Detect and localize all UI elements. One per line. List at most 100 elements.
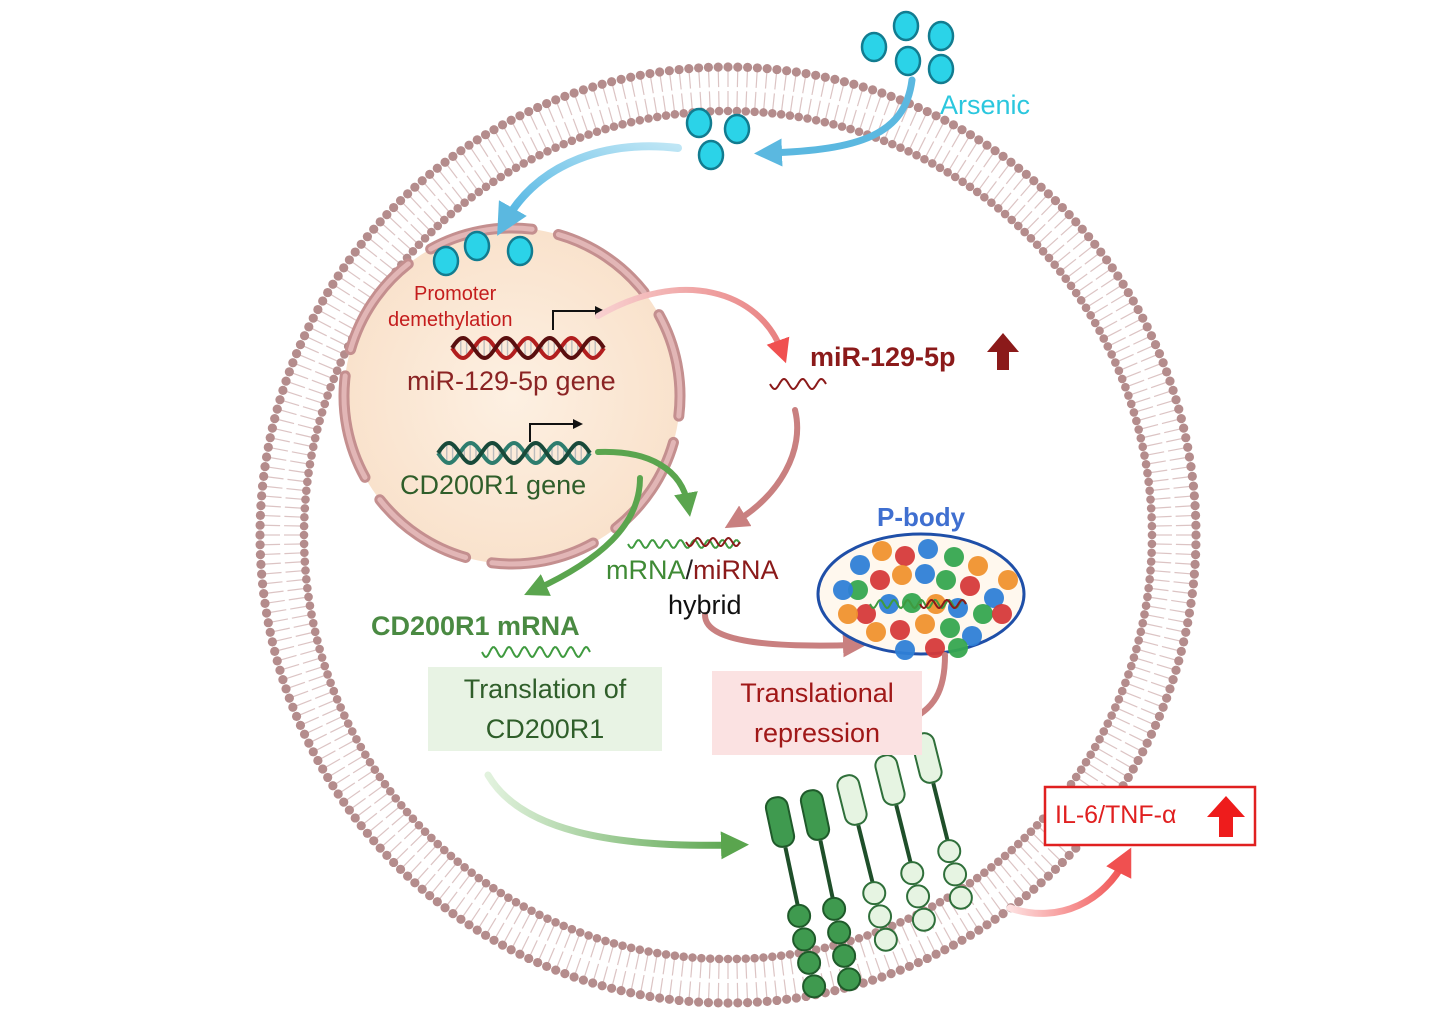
lipid-head [299,530,309,540]
lipid-head [497,940,508,950]
lipid-head [1150,340,1161,350]
lipid-head [1099,334,1109,343]
lipid-head [791,67,801,77]
p-body-granule [915,614,935,634]
lipid-head [868,975,878,985]
receptor-domain [911,907,936,932]
lipid-head [1077,224,1087,234]
lipid-head [1007,215,1017,225]
lipid-head [414,820,424,830]
nuclear-envelope-segment-inner [341,373,368,480]
lipid-head [588,82,598,92]
lipid-head [506,945,516,955]
receptor-stalk [783,847,800,907]
lipid-head [1020,833,1029,843]
p-body-granule [890,620,910,640]
lipid-head [965,878,975,888]
lipid-head [480,130,491,140]
lipid-head [1134,425,1143,434]
lipid-head [723,954,733,964]
lipid-head [1132,416,1141,426]
lipid-head [1050,260,1059,270]
lipid-head [888,139,897,149]
lipid-head [315,644,324,654]
hybrid-mirna-text: miRNA [693,555,779,585]
lipid-head [1190,501,1200,511]
lipid-head [714,954,724,964]
lipid-head [776,110,786,119]
arsenic-molecule [463,230,491,262]
lipid-head [950,172,960,182]
lipid-head [301,566,310,575]
lipid-head [713,998,723,1008]
lipid-head [1032,820,1042,830]
lipid-head [791,993,801,1003]
receptor-stalk [818,840,835,900]
lipid-head [609,939,619,948]
receptor-domain [787,903,812,928]
lipid-head [863,931,872,940]
lipid-head [820,943,830,953]
lipid-head [1174,404,1184,414]
lipid-head [750,107,759,117]
lipid-head [794,112,804,122]
p-body-granule [925,638,945,658]
cd200r1-mrna-strand-icon [481,645,591,659]
lipid-head [1081,303,1091,313]
nuclear-envelope-segment-inner [489,540,596,567]
lipid-head [433,839,443,849]
lipid-head [1096,247,1106,257]
lipid-head [849,79,859,89]
lipid-head [332,695,342,704]
lipid-head [569,972,579,982]
lipid-head [527,906,536,916]
lipid-head [965,182,975,192]
arsenic-molecule [685,107,713,139]
lipid-head [1113,271,1123,281]
lipid-head [456,146,466,156]
lipid-head [1071,288,1081,298]
lipid-head [308,747,318,757]
lipid-head [318,296,328,306]
lipid-head [785,950,795,959]
lipid-head [1154,711,1165,721]
lipid-head [1184,452,1195,462]
receptor-domain [937,839,962,864]
lipid-head [361,750,370,759]
lipid-head [661,950,671,959]
p-body-granule [850,555,870,575]
cd200r1-mrna-label: CD200R1 mRNA [371,611,580,641]
lipid-head [551,95,561,105]
lipid-head [1090,742,1100,752]
lipid-head [1090,239,1100,249]
lipid-head [257,579,268,589]
lipid-head [255,530,265,540]
p-body-granule [915,564,935,584]
lipid-head [1114,695,1124,704]
lipid-head [1138,313,1148,323]
lipid-head [935,163,945,173]
lipid-head [588,978,598,988]
lipid-head [1140,610,1149,619]
lipid-head [439,845,449,855]
receptor-domain [862,881,887,906]
lipid-head [304,738,314,748]
lipid-head [635,945,645,955]
lipid-head [1107,263,1117,273]
lipid-head [504,893,513,902]
lipid-head [759,108,768,117]
lipid-head [1162,693,1172,703]
lipid-head [395,196,406,206]
lipid-head [1147,530,1157,540]
lipid-head [303,477,312,487]
lipid-head [575,133,585,142]
lipid-head [299,539,309,549]
lipid-head [259,471,269,481]
lipid-head [1171,665,1181,675]
lipid-head [261,608,272,618]
lipid-head [1143,468,1152,478]
lipid-head [328,781,338,791]
arsenic-molecule [892,10,920,42]
lipid-head [772,64,782,75]
p-body-label: P-body [877,502,966,532]
